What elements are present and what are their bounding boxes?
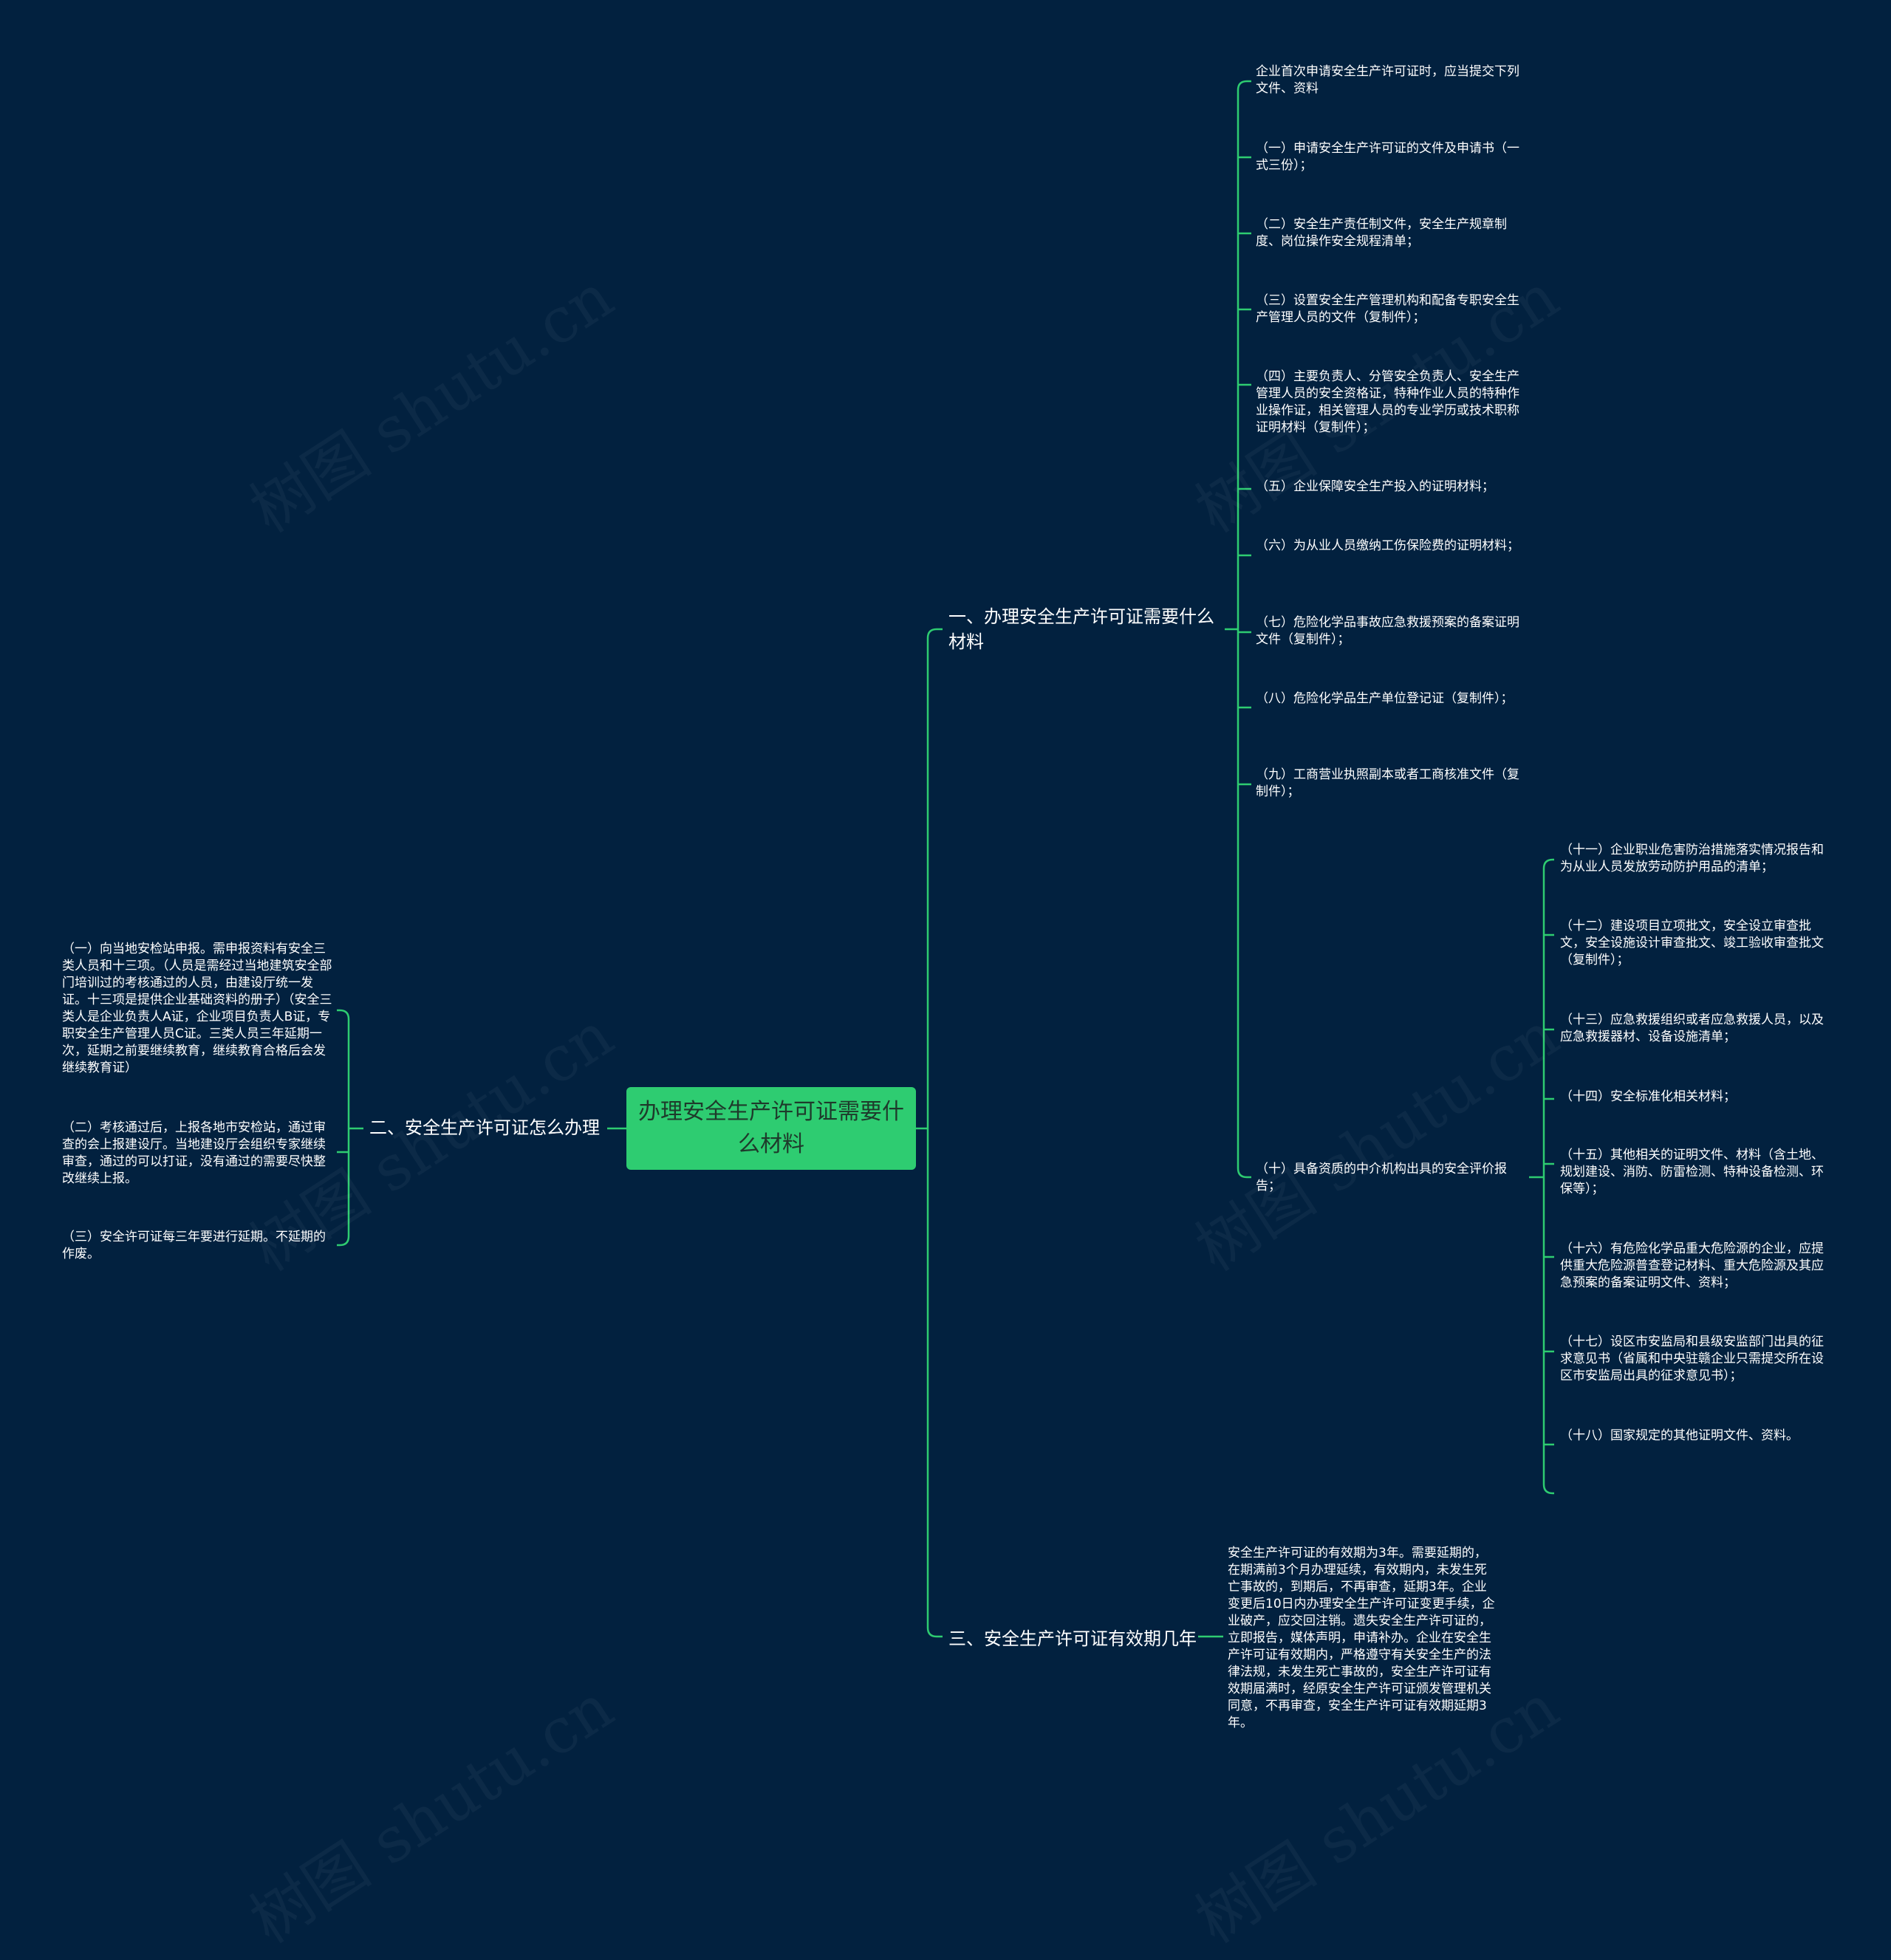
materials-item[interactable]: （二）安全生产责任制文件，安全生产规章制度、岗位操作安全规程清单； bbox=[1256, 217, 1507, 249]
procedure-step[interactable]: （二）考核通过后，上报各地市安检站，通过审查的会上报建设厅。当地建设厅会组织专家… bbox=[62, 1120, 326, 1186]
evaluation-subitem[interactable]: （十八）国家规定的其他证明文件、资料。 bbox=[1560, 1428, 1799, 1443]
materials-item[interactable]: （三）设置安全生产管理机构和配备专职安全生产管理人员的文件（复制件）； bbox=[1256, 293, 1519, 325]
branch-validity[interactable]: 三、安全生产许可证有效期几年 bbox=[948, 1628, 1197, 1649]
evaluation-subitem[interactable]: （十一）企业职业危害防治措施落实情况报告和为从业人员发放劳动防护用品的清单； bbox=[1560, 843, 1824, 874]
materials-item[interactable]: （九）工商营业执照副本或者工商核准文件（复制件）； bbox=[1256, 767, 1519, 799]
materials-item[interactable]: （八）危险化学品生产单位登记证（复制件）； bbox=[1256, 691, 1514, 706]
branch-materials[interactable]: 一、办理安全生产许可证需要什么材料 bbox=[948, 606, 1214, 652]
procedure-step[interactable]: （一）向当地安检站申报。需申报资料有安全三类人员和十三项。（人员是需经过当地建筑… bbox=[62, 942, 332, 1075]
evaluation-subitem[interactable]: （十三）应急救援组织或者应急救援人员，以及应急救援器材、设备设施清单； bbox=[1560, 1012, 1824, 1044]
root-topic[interactable]: 办理安全生产许可证需要什么材料 bbox=[626, 1087, 916, 1170]
procedure-step[interactable]: （三）安全许可证每三年要进行延期。不延期的作废。 bbox=[62, 1230, 326, 1261]
materials-item[interactable]: （五）企业保障安全生产投入的证明材料； bbox=[1256, 479, 1494, 494]
evaluation-subitem[interactable]: （十五）其他相关的证明文件、材料（含土地、规划建设、消防、防雷检测、特种设备检测… bbox=[1560, 1148, 1824, 1196]
materials-item[interactable]: （六）为从业人员缴纳工伤保险费的证明材料； bbox=[1256, 538, 1519, 553]
connector-lines bbox=[337, 80, 1554, 1638]
evaluation-subitem[interactable]: （十四）安全标准化相关材料； bbox=[1560, 1089, 1736, 1104]
evaluation-subitem[interactable]: （十七）设区市安监局和县级安监部门出具的征求意见书（省属和中央驻赣企业只需提交所… bbox=[1560, 1334, 1824, 1383]
evaluation-subitem[interactable]: （十六）有危险化学品重大危险源的企业，应提供重大危险源普查登记材料、重大危险源及… bbox=[1560, 1241, 1824, 1290]
evaluation-subitem[interactable]: （十二）建设项目立项批文，安全设立审查批文，安全设施设计审查批文、竣工验收审查批… bbox=[1560, 919, 1824, 967]
materials-item[interactable]: （七）危险化学品事故应急救援预案的备案证明文件（复制件）； bbox=[1256, 615, 1519, 647]
branch-how-to-apply[interactable]: 二、安全生产许可证怎么办理 bbox=[369, 1117, 600, 1138]
materials-item[interactable]: 企业首次申请安全生产许可证时，应当提交下列文件、资料 bbox=[1256, 64, 1519, 96]
materials-item[interactable]: （一）申请安全生产许可证的文件及申请书（一式三份）； bbox=[1256, 141, 1519, 173]
materials-item[interactable]: （四）主要负责人、分管安全负责人、安全生产管理人员的安全资格证，特种作业人员的特… bbox=[1256, 369, 1519, 435]
validity-description[interactable]: 安全生产许可证的有效期为3年。需要延期的，在期满前3个月办理延续，有效期内，未发… bbox=[1228, 1546, 1495, 1730]
materials-item[interactable]: （十）具备资质的中介机构出具的安全评价报告； bbox=[1256, 1162, 1507, 1193]
